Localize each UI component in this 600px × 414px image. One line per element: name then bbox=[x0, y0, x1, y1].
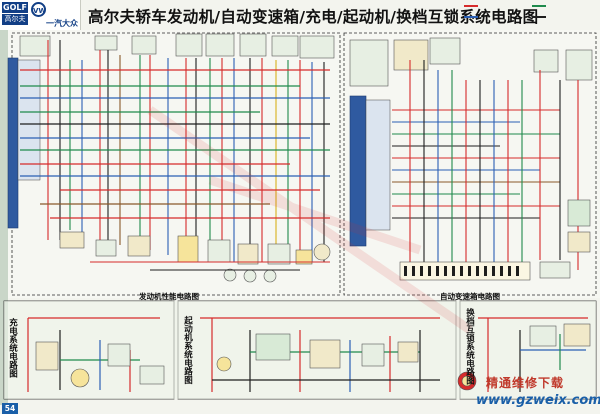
page-title: 高尔夫轿车发动机/自动变速箱/充电/起动机/换档互锁系统电路图 bbox=[88, 8, 539, 26]
caption-interlock-text: 换档互锁系统电路图 bbox=[464, 308, 475, 385]
caption-transmission: 自动变速箱电路图 bbox=[440, 292, 500, 301]
engine-vertical-wires bbox=[47, 40, 325, 262]
caption-engine: 发动机性能电路图 bbox=[139, 292, 199, 301]
model-badge: 高尔夫 bbox=[2, 14, 28, 25]
charging-components bbox=[35, 341, 165, 388]
legend-item bbox=[464, 13, 528, 22]
page-number: 54 bbox=[2, 403, 18, 414]
left-margin-strip bbox=[0, 30, 8, 405]
engine-sensors bbox=[59, 231, 331, 283]
caption-charging-text: 充电系统电路图 bbox=[7, 318, 18, 378]
caption-starter: 起动机系统电路图 bbox=[181, 316, 193, 387]
legend-item bbox=[464, 2, 528, 11]
transmission-panel-frame bbox=[343, 32, 597, 296]
site-url: www.gzweix.com bbox=[476, 393, 600, 408]
caption-interlock: 换档互锁系统电路图 bbox=[463, 308, 475, 387]
starter-components bbox=[216, 333, 419, 372]
legend-item bbox=[532, 2, 596, 11]
interlock-wires bbox=[478, 317, 588, 392]
wire-legend bbox=[464, 1, 598, 23]
transmission-relay-boxes bbox=[349, 37, 593, 87]
caption-starter-text: 起动机系统电路图 bbox=[182, 316, 193, 384]
golf-badge: GOLF bbox=[2, 2, 28, 13]
site-name-cn: 精通维修下载 bbox=[486, 376, 565, 390]
engine-relay-boxes bbox=[19, 33, 335, 59]
vw-logo-icon: VW bbox=[31, 2, 46, 17]
engine-ecu bbox=[7, 57, 41, 229]
engine-horizontal-wires bbox=[20, 69, 330, 219]
transmission-ecu bbox=[349, 95, 391, 247]
transmission-solenoids bbox=[399, 199, 591, 281]
transmission-wires bbox=[392, 60, 579, 280]
caption-charging: 充电系统电路图 bbox=[6, 318, 18, 380]
legend-item bbox=[532, 13, 596, 22]
brand-logo-area: GOLF 高尔夫 VW 一汽大众 bbox=[0, 0, 81, 30]
watermark-stroke bbox=[147, 106, 473, 334]
transmission-connector-pins bbox=[404, 266, 519, 276]
brand-name: 一汽大众 bbox=[46, 19, 78, 28]
interlock-components bbox=[457, 323, 591, 391]
engine-bottom-wires bbox=[90, 261, 330, 271]
